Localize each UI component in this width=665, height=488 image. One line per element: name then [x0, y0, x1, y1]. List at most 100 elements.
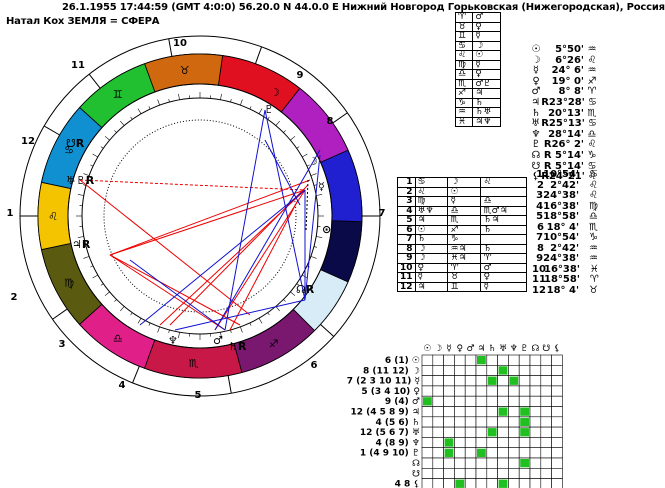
- planet-glyph: ☉: [531, 44, 541, 55]
- aspect-cell: [540, 385, 552, 397]
- aspect-cell: [486, 395, 498, 407]
- planet-position: 6°26': [555, 54, 584, 66]
- planet-position: 20°13': [548, 107, 584, 119]
- aspect-row-label: 1 (4 9 10) ♇: [360, 449, 420, 459]
- house-table-row: 6☉♐♄: [397, 224, 527, 235]
- planet-row: ♆28°14'♎: [530, 129, 598, 141]
- aspect-cell: [529, 416, 542, 428]
- chart-glyph-mercury: ☿: [318, 180, 325, 193]
- aspect-cell: [497, 437, 509, 449]
- aspect-cell: [486, 406, 498, 418]
- house-cusp-tick: [227, 375, 232, 394]
- aspect-cell: [432, 364, 444, 376]
- aspect-col-header: ⚸: [554, 344, 561, 354]
- aspect-cell: [464, 364, 477, 376]
- aspect-cell: [540, 457, 552, 469]
- house-table-cell: 9: [397, 253, 416, 264]
- planet-sign: ♋: [587, 118, 597, 130]
- degree-tick: [77, 236, 84, 238]
- cusp-position: 2°42': [550, 242, 580, 254]
- aspect-row-label: ☋: [412, 469, 420, 479]
- aspect-cell: [508, 406, 520, 418]
- planet-sign: ♒: [587, 44, 597, 55]
- aspect-row-label: 9 (4) ♂: [385, 397, 420, 407]
- degree-tick: [120, 120, 125, 126]
- cusp-sign: ♈: [589, 274, 599, 285]
- degree-tick: [90, 164, 94, 167]
- aspect-row-label: 12 (4 5 8 9) ♃: [350, 408, 420, 418]
- aspect-cell: [518, 385, 531, 397]
- sign-ruler-cell: ♒: [454, 107, 474, 118]
- aspect-col-header: ☉: [423, 344, 431, 354]
- planet-position: 5°50': [555, 44, 584, 55]
- planet-sign: ♏: [587, 107, 597, 119]
- cusp-number: 7: [536, 232, 544, 243]
- aspect-cell: [464, 375, 477, 387]
- aspect-cell: [432, 406, 444, 418]
- aspect-cell: [443, 385, 455, 397]
- cusp-number: 10: [532, 263, 546, 275]
- aspect-cell-highlight: [455, 479, 465, 488]
- degree-tick: [83, 246, 87, 248]
- house-table-cell: ♑: [447, 234, 482, 245]
- sign-ruler-cell: ♓: [454, 116, 474, 127]
- sign-ruler-row: ♊☿: [454, 31, 501, 42]
- degree-tick: [100, 146, 104, 149]
- aspect-cell: [432, 468, 444, 479]
- sign-ruler-cell: ♌: [454, 50, 474, 61]
- sign-ruler-cell: ♄♅: [472, 107, 501, 118]
- degree-tick: [104, 291, 110, 296]
- aspect-cell: [508, 364, 520, 376]
- aspect-cell: [432, 426, 444, 438]
- aspect-cell: [529, 447, 542, 459]
- zodiac-sign-glyph: ♐: [269, 337, 279, 350]
- house-number-label: 10: [173, 38, 187, 49]
- degree-tick: [130, 116, 133, 120]
- degree-tick: [148, 322, 151, 326]
- aspect-cell: [497, 395, 509, 407]
- aspect-cell: [540, 375, 552, 387]
- aspect-cell: [551, 375, 563, 387]
- sign-ruler-row: ♓♃♆: [454, 116, 501, 127]
- degree-tick: [230, 99, 232, 103]
- aspect-row-label: 5 (3 4 10) ♀: [361, 387, 420, 397]
- aspect-row-label: 6 (1) ☉: [385, 356, 420, 366]
- house-cusp-tick: [254, 46, 263, 64]
- chart-glyph-sun: ☽: [308, 155, 318, 168]
- house-number-label: 11: [71, 60, 85, 71]
- chart-header-line2: Натал Кох ЗЕМЛЯ = СФЕРА: [6, 16, 160, 27]
- house-table-cell: ♄♃: [480, 215, 527, 226]
- planet-row: ♀19° 0'♐: [530, 76, 598, 88]
- house-table-cell: ☿: [414, 272, 449, 283]
- house-number-label: 5: [195, 390, 202, 401]
- cusp-sign: ♓: [589, 263, 599, 275]
- cusp-position: 16°38': [543, 200, 580, 212]
- degree-tick: [148, 106, 151, 110]
- house-number-label: 3: [59, 339, 66, 350]
- degree-tick: [90, 265, 94, 268]
- cusp-position: 18°58': [543, 211, 580, 222]
- zodiac-segment: [320, 149, 363, 223]
- aspect-row-label: 4 (8 9) ♆: [376, 438, 420, 448]
- aspect-cell: [518, 375, 531, 387]
- house-number-label: 7: [379, 208, 386, 219]
- degree-tick: [313, 184, 317, 186]
- aspect-cell: [432, 385, 444, 397]
- house-table-cell: ♎: [480, 196, 527, 207]
- degree-tick: [120, 306, 125, 312]
- chart-glyph-saturn-r: ♄R: [228, 340, 247, 353]
- aspect-cell: [497, 468, 509, 479]
- sign-ruler-cell: ♃♆: [472, 116, 501, 127]
- chart-glyph-pluto-chart: ♇: [264, 103, 274, 116]
- planet-row: ☊R 5°14'♑: [530, 150, 598, 162]
- house-table-cell: ♏♂♃: [480, 205, 527, 216]
- planet-sign: ♌: [587, 171, 597, 183]
- aspect-cell: [529, 364, 542, 376]
- house-table-cell: 3: [397, 196, 416, 207]
- aspect-col-header: ♆: [510, 344, 518, 354]
